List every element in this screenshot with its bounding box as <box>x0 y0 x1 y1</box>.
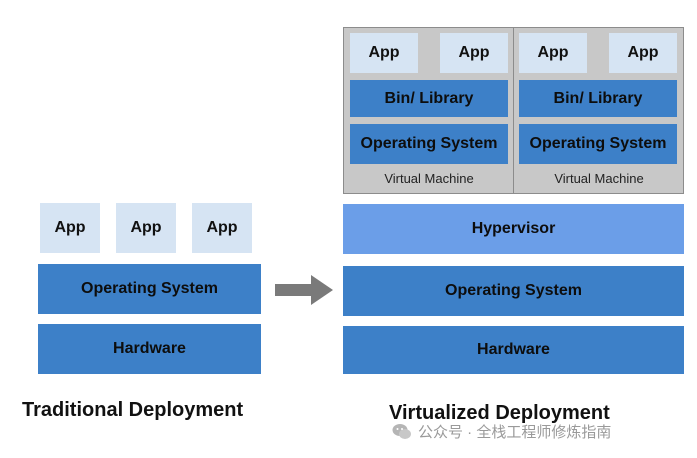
arrow-right-icon <box>275 275 333 305</box>
vm1-os-layer: Operating System <box>350 124 508 164</box>
traditional-os-layer: Operating System <box>38 264 261 314</box>
watermark: 公众号 · 全栈工程师修炼指南 <box>392 421 611 442</box>
vm1-app-2: App <box>440 33 508 73</box>
hypervisor-layer: Hypervisor <box>343 204 684 254</box>
wechat-icon <box>392 423 411 439</box>
watermark-text: 公众号 · 全栈工程师修炼指南 <box>418 424 612 441</box>
traditional-app-2: App <box>116 203 176 253</box>
traditional-app-1: App <box>40 203 100 253</box>
vm2-os-layer: Operating System <box>519 124 677 164</box>
vm1-app-1: App <box>350 33 418 73</box>
vm2-label: Virtual Machine <box>554 171 644 186</box>
vm2-app-1: App <box>519 33 587 73</box>
vm1-label: Virtual Machine <box>384 171 474 186</box>
vm1-library-layer: Bin/ Library <box>350 80 508 117</box>
virtualized-os-layer: Operating System <box>343 266 684 316</box>
traditional-caption: Traditional Deployment <box>22 399 244 421</box>
vm2-library-layer: Bin/ Library <box>519 80 677 117</box>
virtualized-caption: Virtualized Deployment <box>389 402 610 424</box>
traditional-hardware-layer: Hardware <box>38 324 261 374</box>
virtualized-hardware-layer: Hardware <box>343 326 684 374</box>
traditional-app-3: App <box>192 203 252 253</box>
vm2-app-2: App <box>609 33 677 73</box>
